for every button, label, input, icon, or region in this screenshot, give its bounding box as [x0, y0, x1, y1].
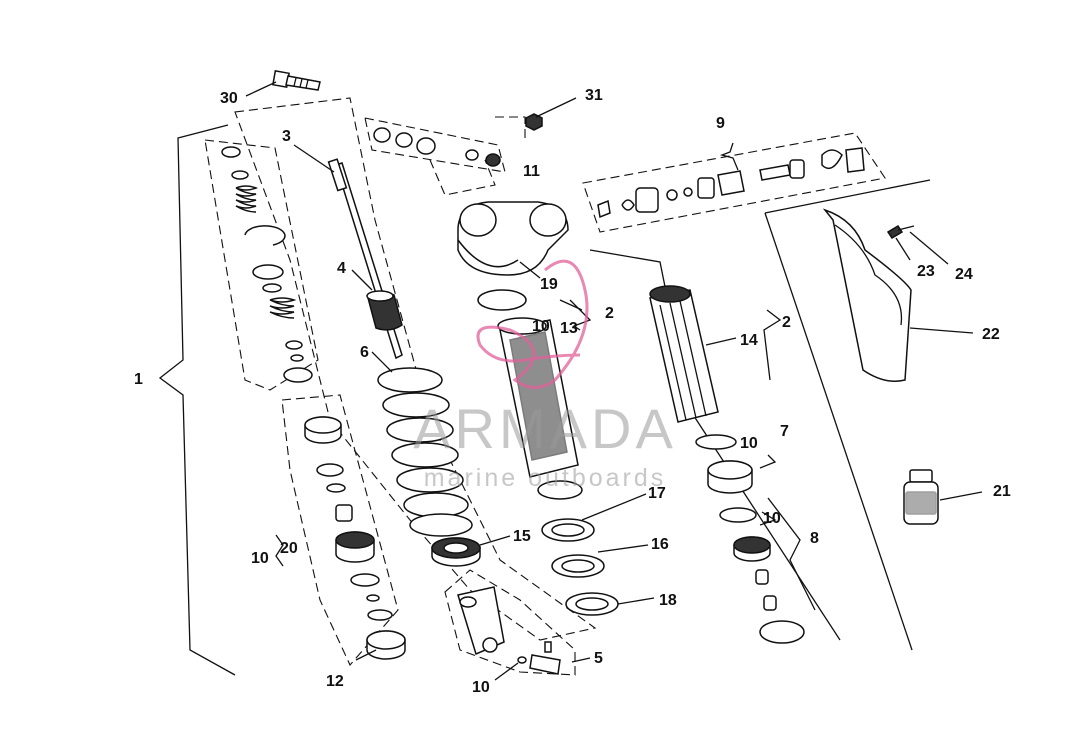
nut: [525, 113, 543, 131]
callout-13: 13: [560, 320, 578, 337]
watermark-brand: ARMADA: [413, 397, 677, 460]
callout-24: 24: [955, 266, 973, 283]
separator-line-right: [764, 179, 931, 214]
callout-2a: 2: [605, 305, 614, 322]
valve-stack-lower: [304, 416, 406, 660]
main-spring: [377, 367, 473, 537]
seal-kit: [695, 434, 805, 644]
mud-guard: [822, 208, 915, 382]
callout-16: 16: [651, 536, 669, 553]
callout-21: 21: [993, 483, 1011, 500]
callout-19: 19: [540, 276, 558, 293]
callout-11: 11: [523, 163, 540, 180]
spring-seat: [431, 537, 481, 567]
callout-10c: 10: [763, 510, 781, 527]
callout-9: 9: [716, 115, 725, 132]
callout-2b: 2: [782, 314, 791, 331]
bump-stop: [366, 290, 403, 331]
callout-3: 3: [282, 128, 291, 145]
upper-bushing-set: [373, 127, 501, 167]
oil-bottle: [903, 469, 939, 525]
group-outlines: [204, 97, 886, 676]
lower-eye-mount: [457, 586, 561, 675]
callout-10e: 10: [472, 679, 490, 696]
lock-rings: [537, 480, 619, 616]
top-bolt: [272, 70, 321, 91]
callout-15: 15: [513, 528, 531, 545]
watermark: ARMADA marine outboards: [413, 259, 677, 492]
callout-4: 4: [337, 260, 346, 277]
callout-22: 22: [982, 326, 1000, 343]
shock-body-head: [457, 201, 569, 276]
watermark-tagline: marine outboards: [424, 464, 667, 492]
separator-line-diagonal: [764, 212, 913, 651]
valve-stack-upper: [221, 146, 313, 383]
callout-labels: 1 2 2 3 4 5 6 7 8 9 10 10 10 10 10 11 12…: [134, 87, 1011, 696]
watermark-logo-icon: [476, 259, 589, 389]
callout-18: 18: [659, 592, 677, 609]
callout-1: 1: [134, 371, 143, 388]
callout-10a: 10: [532, 318, 550, 335]
callout-17: 17: [648, 485, 666, 502]
callout-23: 23: [917, 263, 935, 280]
callout-30: 30: [220, 90, 238, 107]
leader-lines: [245, 81, 983, 681]
callout-5: 5: [594, 650, 603, 667]
callout-12: 12: [326, 673, 344, 690]
dust-boot: [649, 285, 719, 423]
callout-31: 31: [585, 87, 603, 104]
bracket-group-1: [158, 124, 236, 676]
callout-10b: 10: [740, 435, 758, 452]
callout-7: 7: [780, 423, 789, 440]
callout-20: 20: [280, 540, 298, 557]
callout-14: 14: [740, 332, 758, 349]
adjuster-group: [597, 147, 865, 219]
callout-6: 6: [360, 344, 369, 361]
callout-8: 8: [810, 530, 819, 547]
callout-10d: 10: [251, 550, 269, 567]
